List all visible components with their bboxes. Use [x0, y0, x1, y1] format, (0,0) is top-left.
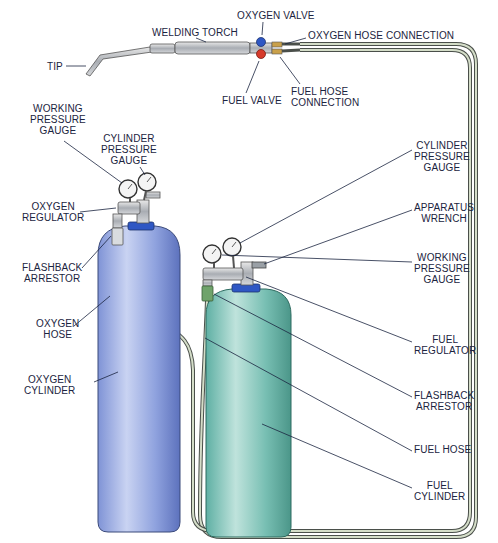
fuel-flashback-arrestor	[202, 286, 213, 301]
leader-lines	[264, 210, 412, 264]
leader-lines	[64, 22, 412, 488]
part-label: WORKING PRESSURE GAUGE	[414, 252, 470, 285]
leader-lines	[246, 61, 259, 93]
fuel-regulator	[213, 263, 215, 268]
fuel-cylinder	[206, 284, 291, 537]
part-label: TIP	[47, 61, 63, 72]
part-label: CYLINDER PRESSURE GAUGE	[101, 133, 157, 166]
part-label: APPARATUS WRENCH	[414, 202, 474, 224]
leader-lines	[66, 66, 86, 67]
fuel-regulator	[233, 256, 234, 268]
part-label: OXYGEN HOSE	[36, 318, 79, 340]
oxygen-regulator	[128, 184, 132, 189]
leader-lines	[222, 255, 412, 262]
welding-torch	[272, 42, 282, 47]
fuel-regulator	[252, 262, 266, 268]
leader-lines	[240, 150, 412, 243]
oxygen-flashback-arrestor	[112, 214, 123, 245]
welding-torch	[272, 49, 282, 54]
fuel-regulator	[223, 238, 241, 256]
fuel-hose	[200, 44, 476, 537]
part-label: WELDING TORCH	[152, 27, 238, 38]
welding-torch	[86, 47, 152, 76]
welding-torch	[86, 38, 300, 77]
oxygen-flashback-arrestor	[113, 214, 122, 228]
part-label: OXYGEN VALVE	[237, 10, 315, 21]
leader-lines	[94, 372, 118, 382]
oxygen-regulator	[118, 173, 160, 223]
part-label: OXYGEN HOSE CONNECTION	[308, 30, 454, 41]
oxygen-regulator	[147, 177, 151, 182]
part-label: OXYGEN REGULATOR	[22, 201, 84, 223]
fuel-regulator	[203, 238, 266, 285]
fuel-flashback-arrestor	[203, 280, 212, 286]
part-label: WORKING PRESSURE GAUGE	[30, 103, 86, 136]
leader-lines	[285, 38, 306, 44]
fuel-hose	[200, 44, 476, 537]
fuel-regulator	[203, 245, 221, 263]
leader-lines	[262, 424, 412, 488]
oxygen-regulator	[144, 191, 146, 200]
leader-lines	[196, 38, 206, 42]
part-label: OXYGEN CYLINDER	[24, 374, 75, 396]
oxygen-regulator	[138, 173, 156, 191]
fuel-cylinder	[206, 289, 291, 537]
part-label: FUEL REGULATOR	[414, 334, 476, 356]
part-label: FUEL HOSE	[414, 444, 471, 455]
leader-lines	[140, 167, 145, 175]
fuel-regulator	[212, 249, 216, 254]
leader-lines	[80, 208, 116, 212]
fuel-flashback-arrestor	[202, 280, 213, 301]
part-label: FUEL VALVE	[222, 95, 282, 106]
welding-torch	[175, 42, 250, 54]
oxygen-regulator	[118, 202, 140, 214]
welding-torch	[257, 50, 266, 59]
fuel-regulator	[203, 268, 243, 280]
leader-lines	[82, 236, 111, 268]
leader-lines	[246, 277, 412, 342]
oxygen-regulator	[146, 192, 160, 198]
oxygen-cylinder	[98, 222, 180, 532]
fuel-regulator	[232, 242, 236, 247]
leader-lines	[214, 294, 412, 397]
welding-torch	[282, 50, 300, 51]
oxygen-cylinder	[98, 226, 180, 532]
leader-lines	[280, 57, 300, 84]
welding-torch	[257, 38, 266, 47]
part-label: FLASHBACK ARRESTOR	[414, 390, 474, 412]
leader-lines	[205, 338, 412, 451]
part-label: FUEL CYLINDER	[414, 480, 465, 502]
fuel-hose	[200, 44, 476, 537]
welding-torch	[150, 44, 175, 53]
part-label: FUEL HOSE CONNECTION	[291, 86, 363, 108]
part-label: CYLINDER PRESSURE GAUGE	[414, 140, 470, 173]
leader-lines	[74, 296, 110, 326]
oxygen-regulator	[129, 198, 131, 202]
welding-torch	[282, 43, 300, 46]
oxygen-flashback-arrestor	[112, 228, 123, 245]
leader-lines	[262, 22, 263, 35]
part-label: FLASHBACK ARRESTOR	[22, 262, 82, 284]
